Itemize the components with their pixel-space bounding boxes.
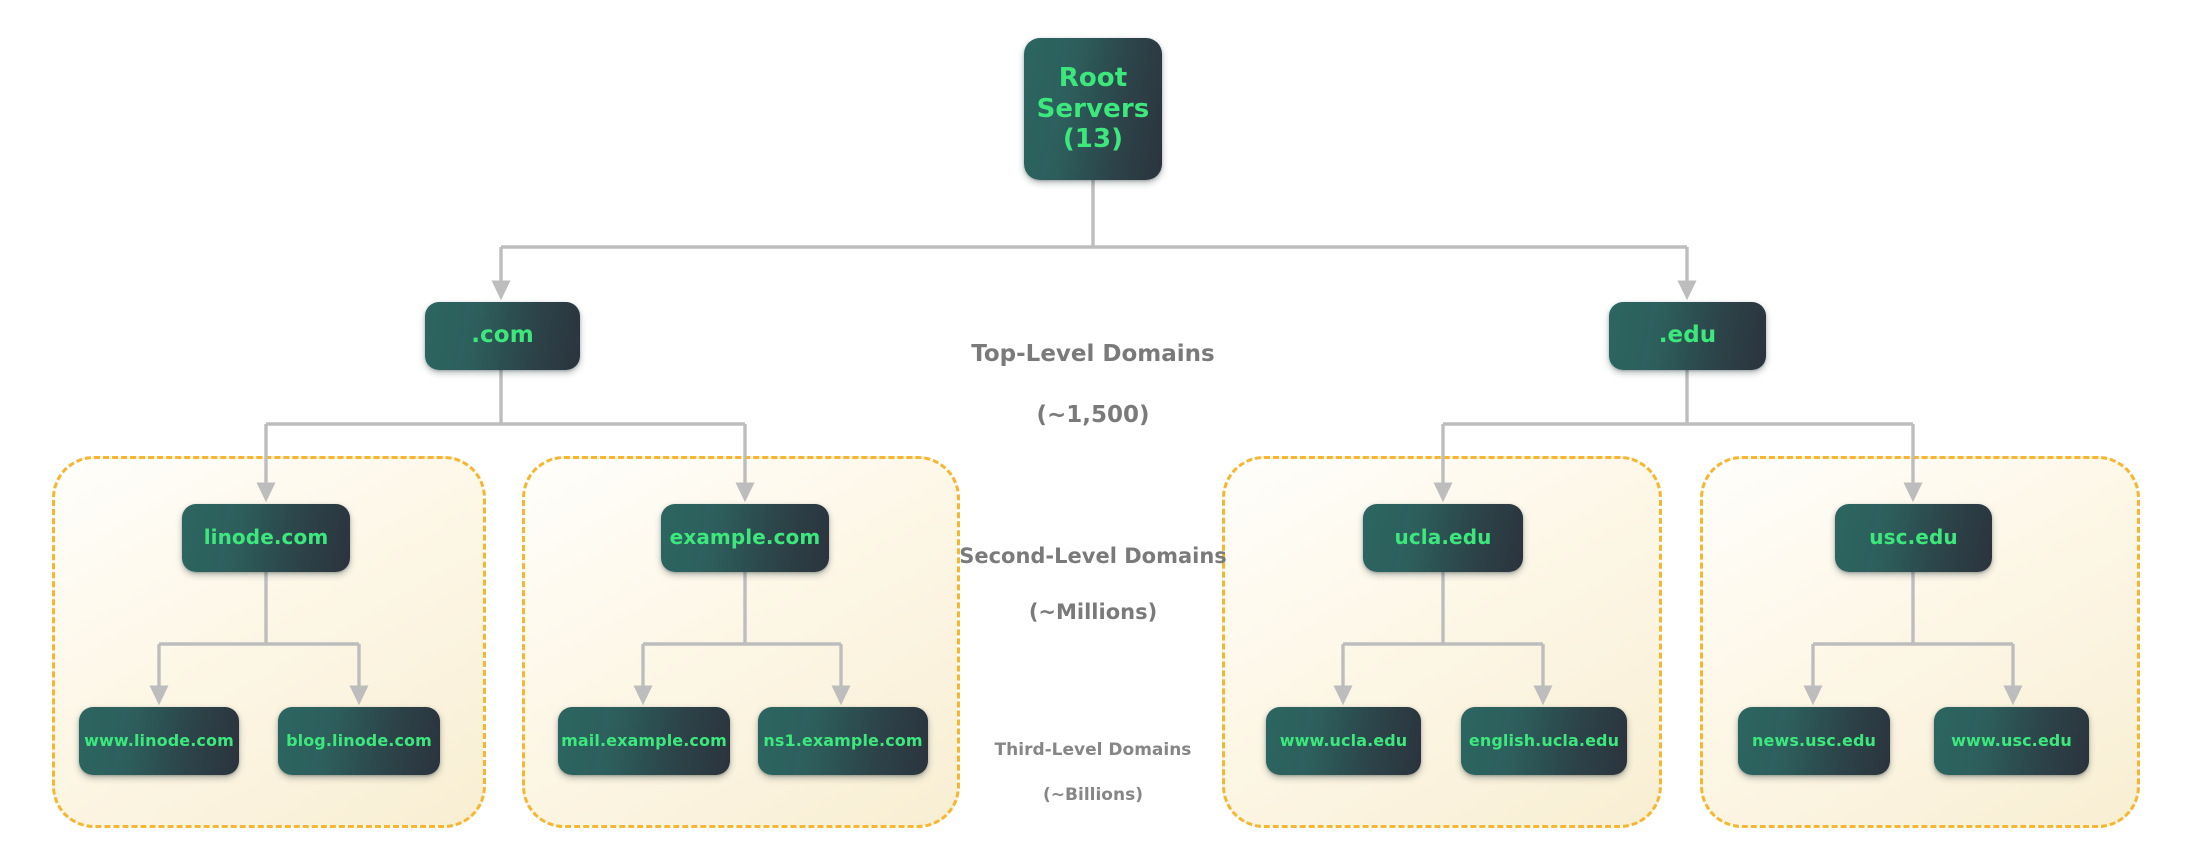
node-thd-english-ucla-edu[interactable]: english.ucla.edu [1461,707,1627,775]
node-thd-blog-linode-com[interactable]: blog.linode.com [278,707,440,775]
node-thd-www-ucla-edu[interactable]: www.ucla.edu [1266,707,1421,775]
level-label-third-level-domains: Third-Level Domains (~Billions) [893,716,1293,830]
node-sld-usc-edu[interactable]: usc.edu [1835,504,1992,572]
node-root-line-1: Root [1058,62,1128,93]
level-label-sld-line-1: Second-Level Domains [959,544,1227,569]
node-sld-ucla-edu[interactable]: ucla.edu [1363,504,1523,572]
node-root-line-2: Servers [1036,93,1150,124]
node-thd-mail-example-com[interactable]: mail.example.com [558,707,730,775]
node-sld-linode-com[interactable]: linode.com [182,504,350,572]
node-thd-news-usc-edu[interactable]: news.usc.edu [1738,707,1890,775]
node-sld-example-com[interactable]: example.com [661,504,829,572]
level-label-second-level-domains: Second-Level Domains (~Millions) [893,514,1293,655]
node-tld-edu[interactable]: .edu [1609,302,1766,370]
node-tld-com[interactable]: .com [425,302,580,370]
node-root-servers[interactable]: Root Servers (13) [1024,38,1162,180]
level-label-top-level-domains: Top-Level Domains (~1,500) [893,308,1293,462]
node-thd-ns1-example-com[interactable]: ns1.example.com [758,707,928,775]
level-label-tld-line-2: (~1,500) [1036,402,1150,429]
node-thd-www-usc-edu[interactable]: www.usc.edu [1934,707,2089,775]
level-label-thd-line-2: (~Billions) [1043,785,1143,806]
level-label-tld-line-1: Top-Level Domains [971,340,1215,367]
node-root-line-3: (13) [1062,124,1124,155]
level-label-thd-line-1: Third-Level Domains [994,739,1192,760]
level-label-sld-line-2: (~Millions) [1028,600,1158,625]
node-thd-www-linode-com[interactable]: www.linode.com [79,707,239,775]
